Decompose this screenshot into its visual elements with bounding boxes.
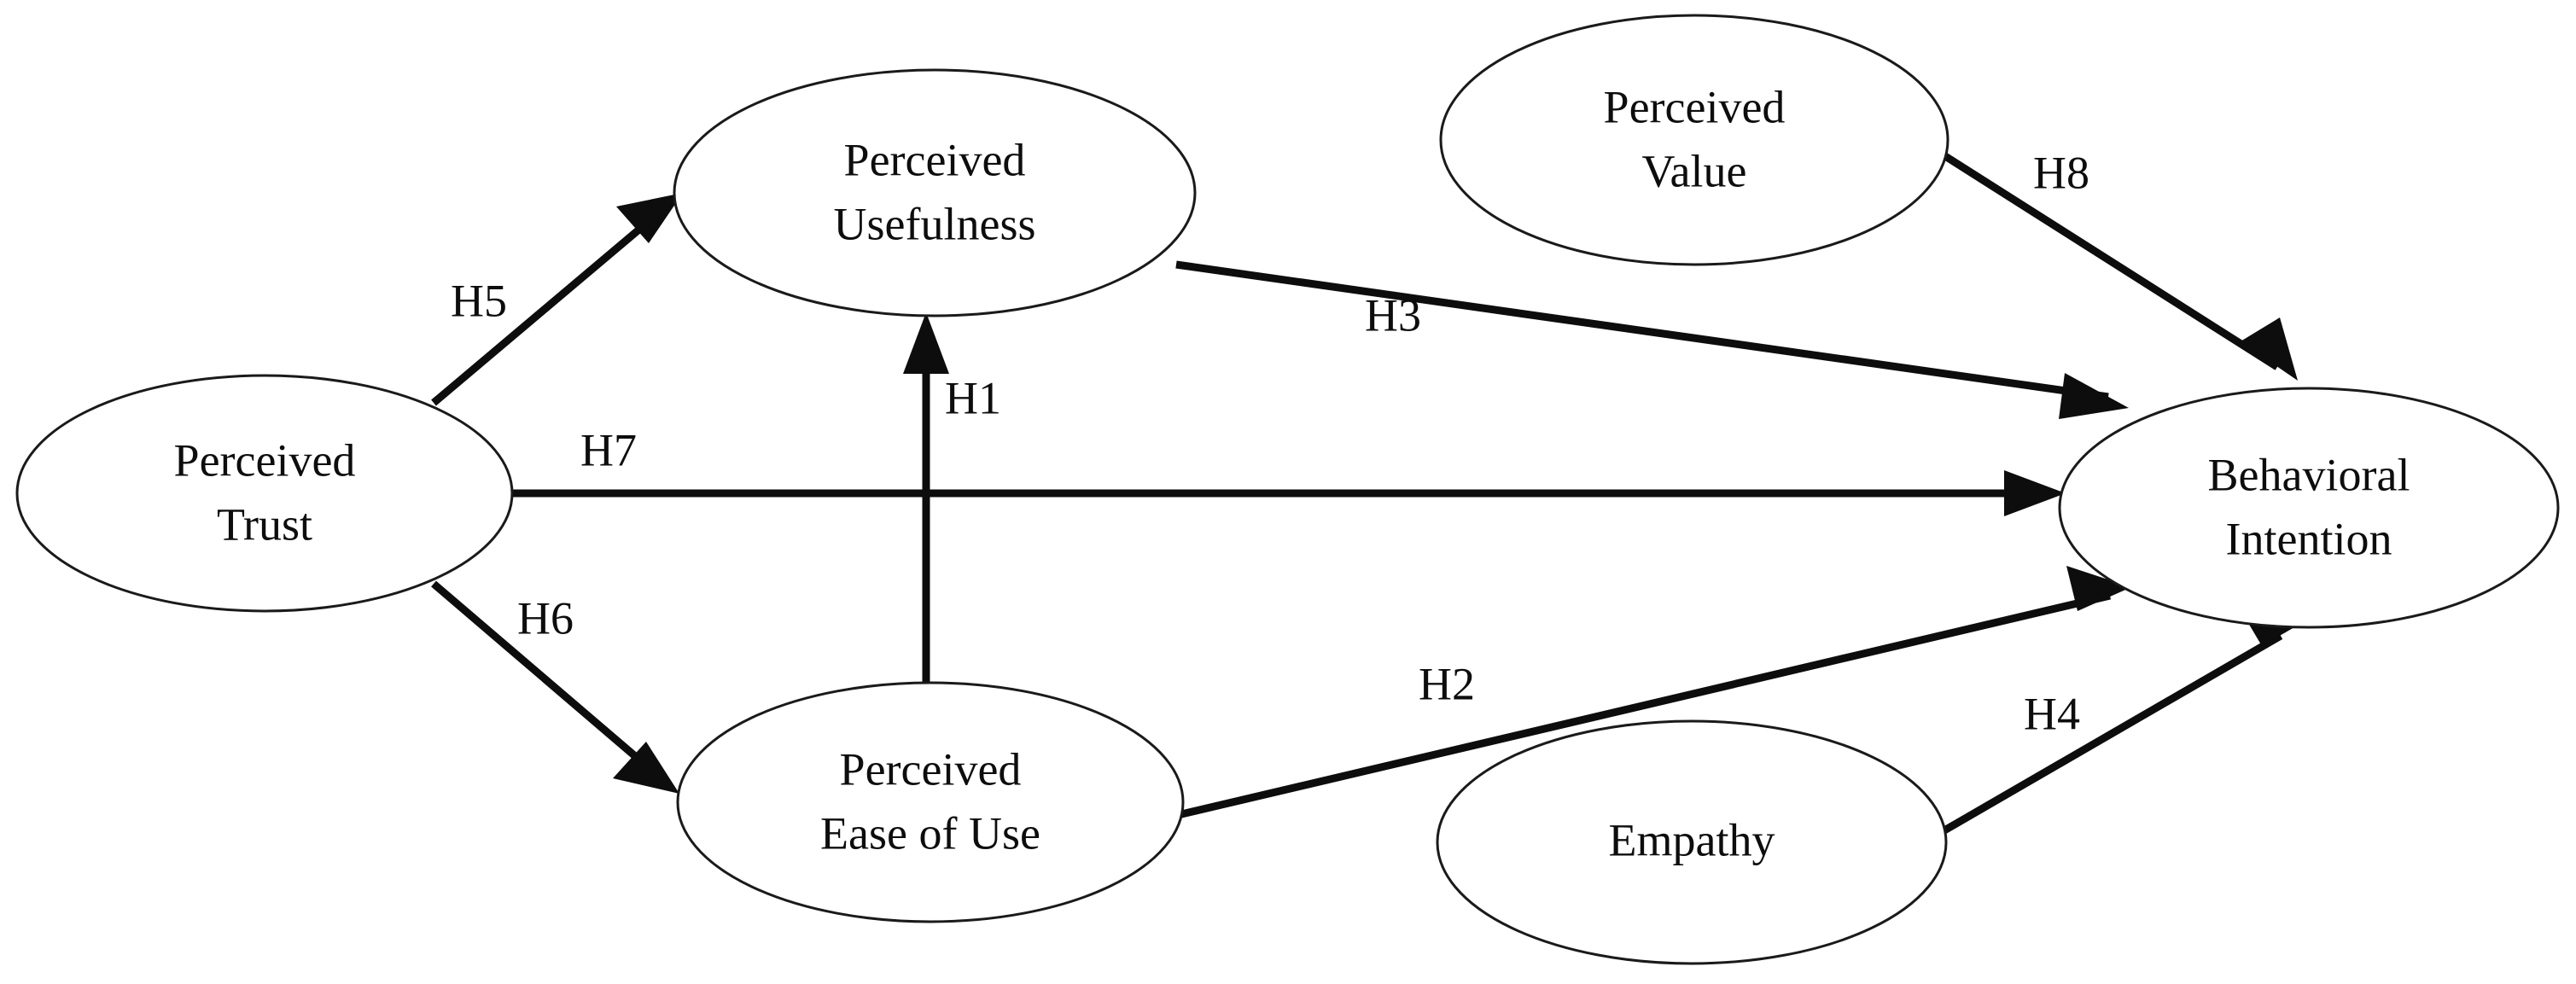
node-perceived-value-label-line2: Value [1642, 145, 1747, 196]
node-perceived-value-label-line1: Perceived [1604, 81, 1786, 132]
node-perceived-usefulness-label-line2: Usefulness [834, 198, 1036, 249]
edge-h3-arrowhead [2059, 373, 2129, 419]
node-perceived-trust[interactable]: Perceived Trust [15, 374, 514, 613]
node-perceived-trust-label-line2: Trust [217, 498, 312, 550]
node-perceived-usefulness-shape[interactable] [673, 68, 1197, 317]
node-empathy-label-line1: Empathy [1609, 814, 1775, 865]
edge-h2-arrowhead [2066, 566, 2131, 611]
edge-h5-line [431, 201, 671, 406]
node-perceived-trust-label-line1: Perceived [174, 434, 356, 486]
node-perceived-usefulness-label-line1: Perceived [844, 134, 1026, 185]
node-empathy-shape[interactable] [1436, 719, 1948, 965]
edge-label-h2: H2 [1419, 658, 1475, 709]
node-perceived-value[interactable]: Perceived Value [1439, 14, 1949, 266]
node-behavioral-intention-label-line1: Behavioral [2208, 449, 2410, 500]
edge-h7 [510, 470, 2066, 516]
edge-label-h8: H8 [2033, 147, 2089, 198]
edge-h4 [1932, 604, 2300, 840]
edge-h2 [1176, 566, 2131, 819]
edge-label-h5: H5 [451, 275, 507, 326]
edge-h3 [1175, 260, 2129, 419]
node-behavioral-intention[interactable]: Behavioral Intention [2058, 387, 2560, 629]
edge-label-h3: H3 [1365, 289, 1421, 341]
node-behavioral-intention-label-line2: Intention [2226, 513, 2392, 564]
node-perceived-ease-of-use-label-line1: Perceived [840, 743, 1022, 795]
node-empathy[interactable]: Empathy [1436, 719, 1948, 965]
edge-h1-arrowhead [903, 312, 949, 374]
edge-label-h4: H4 [2024, 688, 2080, 739]
node-perceived-usefulness[interactable]: Perceived Usefulness [673, 68, 1197, 317]
node-perceived-ease-of-use-shape[interactable] [676, 681, 1185, 923]
node-perceived-value-shape[interactable] [1439, 14, 1949, 266]
edge-h3-line [1175, 260, 2109, 401]
edge-h6-arrowhead [613, 742, 679, 794]
edge-h8-arrowhead [2241, 317, 2298, 381]
node-perceived-ease-of-use-label-line2: Ease of Use [820, 807, 1040, 859]
node-perceived-ease-of-use[interactable]: Perceived Ease of Use [676, 681, 1185, 923]
edge-h6-line [431, 580, 667, 784]
edge-label-h7: H7 [580, 424, 637, 475]
edge-h8 [1933, 147, 2298, 381]
edge-h6 [431, 580, 679, 794]
edge-label-h6: H6 [517, 592, 574, 643]
edge-h8-line [1933, 147, 2280, 370]
edge-label-h1: H1 [945, 372, 1001, 423]
node-perceived-trust-shape[interactable] [15, 374, 514, 613]
edge-h5 [431, 193, 683, 406]
node-behavioral-intention-shape[interactable] [2058, 387, 2560, 629]
edge-h1 [903, 312, 949, 683]
edge-h7-arrowhead [2004, 470, 2066, 516]
edge-h2-line [1176, 591, 2112, 819]
edge-h5-arrowhead [616, 193, 683, 243]
edge-h4-line [1932, 632, 2283, 840]
